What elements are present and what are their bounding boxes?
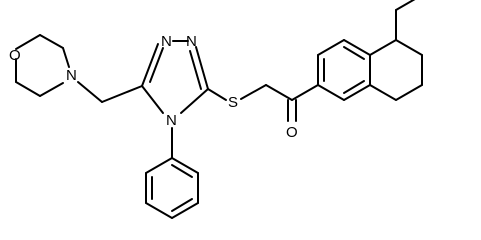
bond [317,39,345,56]
bond [101,85,143,103]
bond [240,84,267,100]
bond [395,0,416,11]
bond [180,88,209,114]
bond [149,47,164,83]
bond [62,47,70,68]
phenyl-ring [145,127,199,219]
bond [77,81,103,103]
bond [171,164,193,178]
bond [343,84,371,101]
morpholine-ring [15,34,70,97]
bond [39,82,64,97]
aromatic-ring [317,39,371,101]
bond [369,84,397,101]
atom-label-n1-triazole: N [161,33,172,50]
bond [15,34,41,50]
atom-label-o-morpholine: O [9,47,21,64]
bond [395,39,423,56]
saturated-ring [369,0,423,101]
thioether-ketone-chain [207,84,319,122]
bond [39,34,64,49]
bond [265,84,293,101]
bond [141,43,159,87]
bond [317,84,345,101]
bond [141,85,164,114]
bond [207,88,227,101]
atom-label-s-thioether: S [228,94,238,111]
atom-label-o-carbonyl: O [286,124,298,141]
triazole-ring [141,40,209,114]
methylene-linker [77,81,143,103]
bond [171,157,199,174]
bond [195,46,209,90]
bond [343,46,365,60]
bond [15,81,41,97]
bond [343,80,365,94]
bond [171,202,199,219]
atom-label-n-morpholine: N [66,67,77,84]
atom-labels: O N N N N S O [9,33,298,141]
bond [395,84,423,101]
atom-label-n4-triazole: N [166,112,177,129]
bond [189,50,202,90]
bond [291,84,319,101]
bond [145,157,173,174]
bond [171,198,193,212]
atom-label-n2-triazole: N [186,33,197,50]
bond [369,39,397,56]
bond [145,202,173,219]
bond [343,39,371,56]
